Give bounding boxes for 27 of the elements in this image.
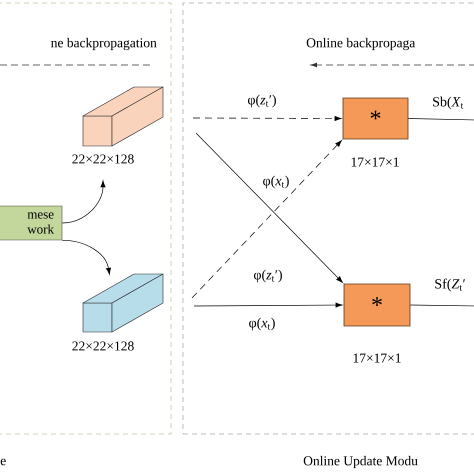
arrow	[194, 302, 342, 308]
arrow	[62, 180, 106, 224]
panel-heading: Online backpropaga	[306, 38, 416, 50]
size-label: 22×22×128	[72, 154, 134, 164]
edge-label: Sf(Z$_{t}$′	[433, 278, 467, 292]
panel-title: Online Update Modu	[304, 456, 418, 468]
size-label: 22×22×128	[72, 341, 134, 351]
panel-heading: ne backpropagation	[51, 38, 157, 50]
arrow	[62, 240, 111, 275]
feature-cuboid	[82, 86, 164, 146]
dashed-panel	[0, 2, 172, 434]
edge-label: φ(z$_{t}$′)	[252, 268, 284, 284]
arrow	[196, 132, 343, 283]
edge-label: φ(x$_{t}$)	[248, 316, 276, 332]
panel-title: e	[0, 458, 6, 466]
arrow	[192, 140, 342, 298]
dashed-panel	[182, 2, 474, 434]
feature-cuboid	[82, 274, 164, 332]
edge-label: φ(x$_{t}$)	[262, 174, 290, 190]
size-label: 17×17×1	[352, 158, 399, 166]
size-label: 17×17×1	[354, 354, 401, 362]
arrow	[192, 116, 342, 121]
convolution-box: *	[342, 98, 408, 140]
edge-label: φ(z$_{t}$′)	[246, 94, 278, 108]
edge-label: Sb(X$_{t}$	[431, 96, 465, 110]
convolution-box: *	[344, 284, 410, 326]
network-box: mese work	[0, 206, 62, 240]
